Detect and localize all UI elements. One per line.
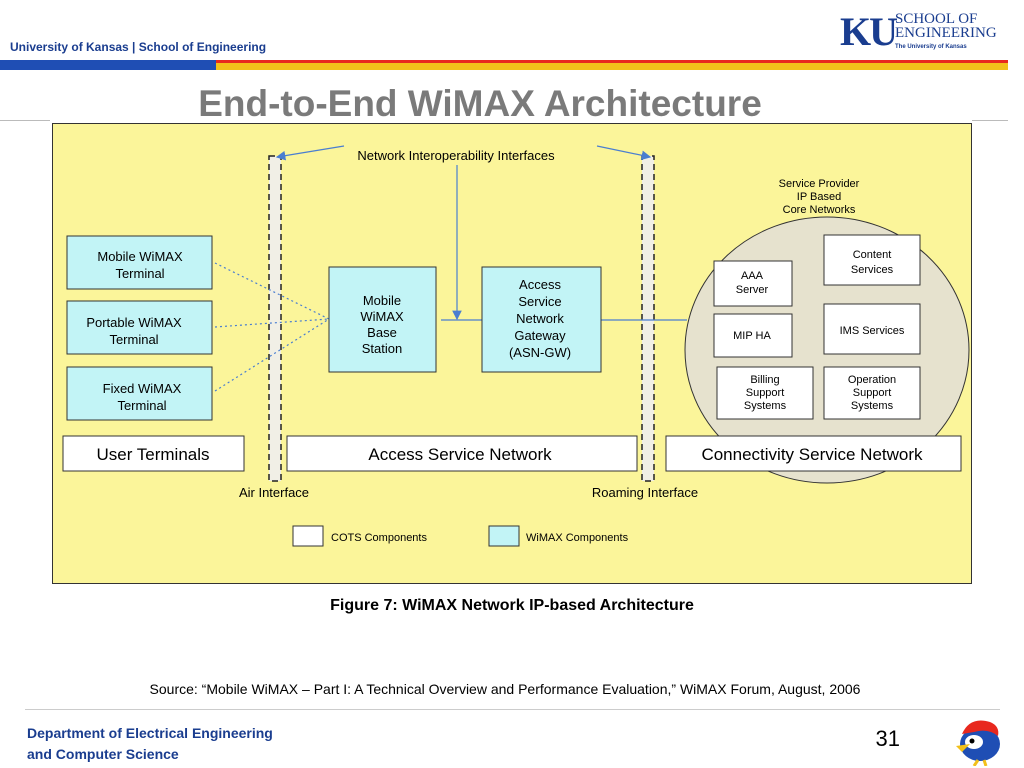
legend-wimax-swatch [488, 525, 520, 547]
legend-cots-label: COTS Components [331, 532, 427, 544]
page-number: 31 [875, 726, 900, 751]
base-station-box: Mobile WiMAX Base Station [328, 266, 437, 373]
mip-label: MIP HA [733, 330, 771, 342]
content-line2: Services [851, 264, 894, 276]
portable-terminal-line1: Portable WiMAX [86, 315, 182, 330]
ku-engineering-logo: KU SCHOOL OF ENGINEERING The University … [840, 10, 1010, 54]
core-title-line3: Core Networks [783, 204, 856, 216]
logo-ku-mark: KU [840, 9, 898, 54]
legend-wimax-label: WiMAX Components [526, 532, 629, 544]
network-interoperability-label: Network Interoperability Interfaces [357, 148, 555, 163]
core-title-line1: Service Provider [779, 178, 860, 190]
core-title-line2: IP Based [797, 191, 841, 203]
slide-title: End-to-End WiMAX Architecture [198, 83, 762, 124]
user-terminals-label: User Terminals [96, 445, 209, 464]
base-station-line1: Mobile [363, 293, 401, 308]
aaa-line1: AAA [741, 270, 764, 282]
air-interface-bar [268, 155, 282, 482]
access-service-network-label: Access Service Network [368, 445, 552, 464]
arrow-to-air-interface [275, 145, 345, 161]
portable-terminal-box: Portable WiMAX Terminal [66, 300, 213, 355]
operation-line3: Systems [851, 400, 894, 412]
portable-terminal-line2: Terminal [109, 332, 158, 347]
asn-gw-line5: (ASN-GW) [509, 345, 571, 360]
fixed-terminal-box: Fixed WiMAX Terminal [66, 366, 213, 421]
header-bar-blue [0, 60, 216, 70]
billing-line1: Billing [750, 374, 779, 386]
source-citation: Source: “Mobile WiMAX – Part I: A Techni… [149, 681, 861, 697]
wimax-architecture-diagram: Network Interoperability Interfaces Mobi… [52, 123, 972, 584]
mobile-terminal-line2: Terminal [115, 266, 164, 281]
operation-support-box: Operation Support Systems [823, 366, 921, 420]
content-services-box: Content Services [823, 234, 921, 286]
roaming-interface-label: Roaming Interface [592, 485, 698, 500]
logo-school-line2: ENGINEERING [895, 25, 997, 41]
aaa-server-box: AAA Server [713, 260, 793, 307]
asn-gw-line1: Access [519, 277, 561, 292]
billing-support-box: Billing Support Systems [716, 366, 814, 420]
mobile-terminal-line1: Mobile WiMAX [97, 249, 183, 264]
link-portable-terminal [214, 318, 330, 328]
asn-gateway-box: Access Service Network Gateway (ASN-GW) [481, 266, 602, 373]
footer-rule [25, 709, 1000, 710]
connectivity-service-network-label: Connectivity Service Network [701, 445, 923, 464]
mobile-terminal-box: Mobile WiMAX Terminal [66, 235, 213, 290]
logo-school-line1: SCHOOL OF [895, 11, 978, 27]
title-rule-left [0, 120, 50, 121]
user-terminals-label-box: User Terminals [62, 435, 245, 472]
department-line1: Department of Electrical Engineering [27, 725, 273, 741]
legend-cots-swatch [292, 525, 324, 547]
operation-line2: Support [853, 387, 892, 399]
logo-university: The University of Kansas [895, 44, 967, 50]
billing-line3: Systems [744, 400, 787, 412]
arrow-to-roaming-interface [596, 145, 652, 160]
header-bar-yellow [216, 63, 1008, 70]
asn-gw-line4: Gateway [514, 328, 566, 343]
aaa-line2: Server [736, 284, 769, 296]
logo-school-text: SCHOOL OF ENGINEERING [895, 11, 997, 41]
roaming-interface-bar [641, 155, 655, 482]
fixed-terminal-line2: Terminal [117, 398, 166, 413]
ims-services-box: IMS Services [823, 303, 921, 355]
content-line1: Content [853, 249, 892, 261]
jayhawk-mascot-icon [956, 720, 1000, 766]
operation-line1: Operation [848, 374, 896, 386]
base-station-line3: Base [367, 325, 397, 340]
figure-caption: Figure 7: WiMAX Network IP-based Archite… [330, 597, 694, 614]
air-interface-label: Air Interface [239, 485, 309, 500]
asn-gw-line2: Service [518, 294, 561, 309]
department-line2: and Computer Science [27, 746, 179, 762]
ims-label: IMS Services [840, 325, 905, 337]
asn-gw-line3: Network [516, 311, 564, 326]
connectivity-service-network-label-box: Connectivity Service Network [665, 435, 962, 472]
mip-ha-box: MIP HA [713, 313, 793, 358]
billing-line2: Support [746, 387, 785, 399]
header-institution: University of Kansas | School of Enginee… [10, 40, 267, 54]
link-mobile-terminal [214, 262, 330, 320]
access-service-network-label-box: Access Service Network [286, 435, 638, 472]
title-rule-right [972, 120, 1008, 121]
base-station-line4: Station [362, 341, 402, 356]
fixed-terminal-line1: Fixed WiMAX [103, 381, 182, 396]
department-name: Department of Electrical Engineering and… [27, 723, 273, 765]
base-station-line2: WiMAX [360, 309, 404, 324]
